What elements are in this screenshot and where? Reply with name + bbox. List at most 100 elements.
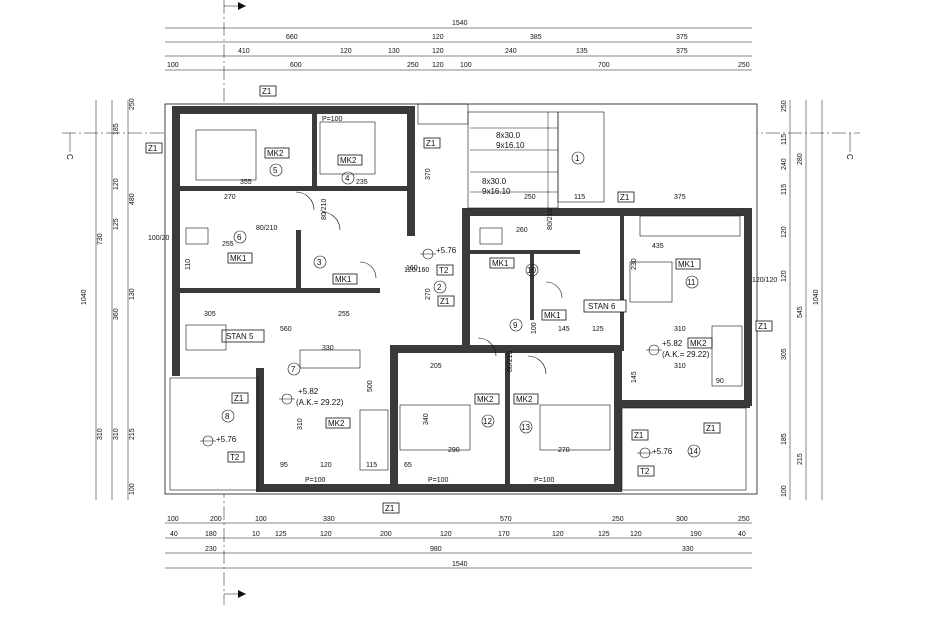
dim-top-2c: 385 — [530, 34, 542, 41]
svg-text:340: 340 — [423, 413, 430, 425]
dim-bot-2l: 190 — [690, 531, 702, 538]
room-numbers: 1 2 3 4 5 6 7 8 9 10 11 12 13 14 — [221, 151, 701, 458]
dim-left-11: 310 — [113, 428, 120, 440]
svg-text:160: 160 — [406, 265, 418, 272]
dim-top-4b: 600 — [290, 62, 302, 69]
dim-right-9: 1040 — [813, 289, 820, 305]
dim-bot-1c: 100 — [255, 516, 267, 523]
svg-text:MK1: MK1 — [544, 311, 561, 320]
terraces — [169, 377, 747, 491]
svg-text:10: 10 — [527, 266, 536, 275]
svg-text:145: 145 — [631, 371, 638, 383]
svg-text:120/160: 120/160 — [404, 267, 429, 274]
svg-text:500: 500 — [367, 380, 374, 392]
svg-text:MK2: MK2 — [328, 419, 345, 428]
svg-text:Z1: Z1 — [385, 504, 395, 513]
stairs-lower-run: 8x30.0 — [482, 177, 507, 186]
tag-mk2-f: MK2 — [513, 393, 539, 405]
sofa-right — [711, 325, 743, 387]
tag-mk2-a: MK2 — [264, 147, 290, 159]
tag-mk2-e: MK2 — [474, 393, 500, 405]
dim-top-4c: 250 — [407, 62, 419, 69]
dim-right-4: 240 — [781, 158, 788, 170]
dim-bot-2i: 120 — [552, 531, 564, 538]
dim-left-3: 480 — [129, 193, 136, 205]
svg-text:+5.76: +5.76 — [652, 447, 673, 456]
room-7: 7 — [287, 362, 301, 376]
tub-right — [479, 227, 503, 245]
svg-text:80/210: 80/210 — [507, 350, 514, 372]
dim-bot-2b: 180 — [205, 531, 217, 538]
svg-text:Z1: Z1 — [148, 144, 158, 153]
dim-bot-1f: 250 — [612, 516, 624, 523]
tag-z1-d: Z1 — [617, 191, 635, 203]
svg-text:T2: T2 — [230, 453, 240, 462]
dim-bot-1d: 330 — [323, 516, 335, 523]
svg-text:Z1: Z1 — [706, 424, 716, 433]
svg-text:560: 560 — [280, 326, 292, 333]
svg-text:MK2: MK2 — [477, 395, 494, 404]
room-14: 14 — [687, 444, 701, 458]
tag-t2-b: T2 — [227, 451, 245, 463]
svg-text:7: 7 — [291, 365, 296, 374]
right-dimensions: 250 115 280 240 115 120 120 545 1040 305… — [781, 100, 823, 500]
level-marker-terrace-right: +5.76 — [637, 447, 673, 459]
svg-text:235: 235 — [356, 179, 368, 186]
svg-text:MK1: MK1 — [335, 275, 352, 284]
dim-bot-2m: 40 — [738, 531, 746, 538]
svg-text:115: 115 — [366, 462, 377, 469]
svg-text:P=100: P=100 — [534, 477, 555, 484]
svg-text:260: 260 — [516, 227, 528, 234]
dim-bot-2e: 120 — [320, 531, 332, 538]
svg-text:2: 2 — [437, 283, 442, 292]
dim-right-6: 120 — [781, 226, 788, 238]
dim-top-4e: 100 — [460, 62, 472, 69]
room-9: 9 — [509, 318, 523, 332]
apartment-tags: STAN 5 STAN 6 — [221, 299, 627, 343]
dim-bot-2c: 10 — [252, 531, 260, 538]
dim-bot-2h: 170 — [498, 531, 510, 538]
room-12: 12 — [481, 414, 495, 428]
svg-text:330: 330 — [322, 345, 334, 352]
door-swings — [295, 191, 563, 375]
dim-bot-4a: 1540 — [452, 561, 468, 568]
svg-text:355: 355 — [240, 179, 252, 186]
dim-left-10: 310 — [97, 428, 104, 440]
svg-text:Z1: Z1 — [758, 322, 768, 331]
room-11: 11 — [685, 275, 699, 289]
svg-text:125: 125 — [592, 326, 604, 333]
svg-text:(A.K.= 29.22): (A.K.= 29.22) — [296, 398, 344, 407]
dim-left-2: 185 — [113, 123, 120, 135]
svg-text:310: 310 — [674, 326, 686, 333]
level-marker-left: +5.82 (A.K.= 29.22) — [279, 387, 344, 407]
dim-left-13: 100 — [129, 483, 136, 495]
top-dimensions: 1540 660 120 385 375 410 120 130 120 240… — [165, 20, 752, 71]
svg-text:305: 305 — [204, 311, 216, 318]
dim-right-3: 280 — [797, 153, 804, 165]
stan-5-label: STAN 5 — [226, 332, 254, 341]
dim-top-3f: 135 — [576, 48, 588, 55]
tag-z1-h: Z1 — [631, 429, 649, 441]
dim-top-3c: 130 — [388, 48, 400, 55]
dim-right-10: 305 — [781, 348, 788, 360]
dim-bot-2f: 200 — [380, 531, 392, 538]
stairs-upper-rise: 9x16.10 — [496, 141, 525, 150]
svg-text:95: 95 — [280, 462, 288, 469]
tag-mk2-b: MK2 — [337, 154, 363, 166]
svg-text:250: 250 — [524, 194, 536, 201]
svg-text:115: 115 — [574, 194, 585, 201]
svg-text:MK2: MK2 — [690, 339, 707, 348]
svg-text:+5.76: +5.76 — [436, 246, 457, 255]
svg-text:14: 14 — [689, 447, 698, 456]
tag-mk2-c: MK2 — [687, 337, 713, 349]
svg-text:P=100: P=100 — [322, 116, 343, 123]
dim-bot-2a: 40 — [170, 531, 178, 538]
svg-text:80/210: 80/210 — [321, 198, 328, 220]
svg-text:270: 270 — [425, 288, 432, 300]
svg-text:310: 310 — [297, 418, 304, 430]
svg-text:3: 3 — [317, 258, 322, 267]
dim-right-11: 185 — [781, 433, 788, 445]
dim-left-8: 360 — [113, 308, 120, 320]
dim-right-8: 545 — [797, 306, 804, 318]
